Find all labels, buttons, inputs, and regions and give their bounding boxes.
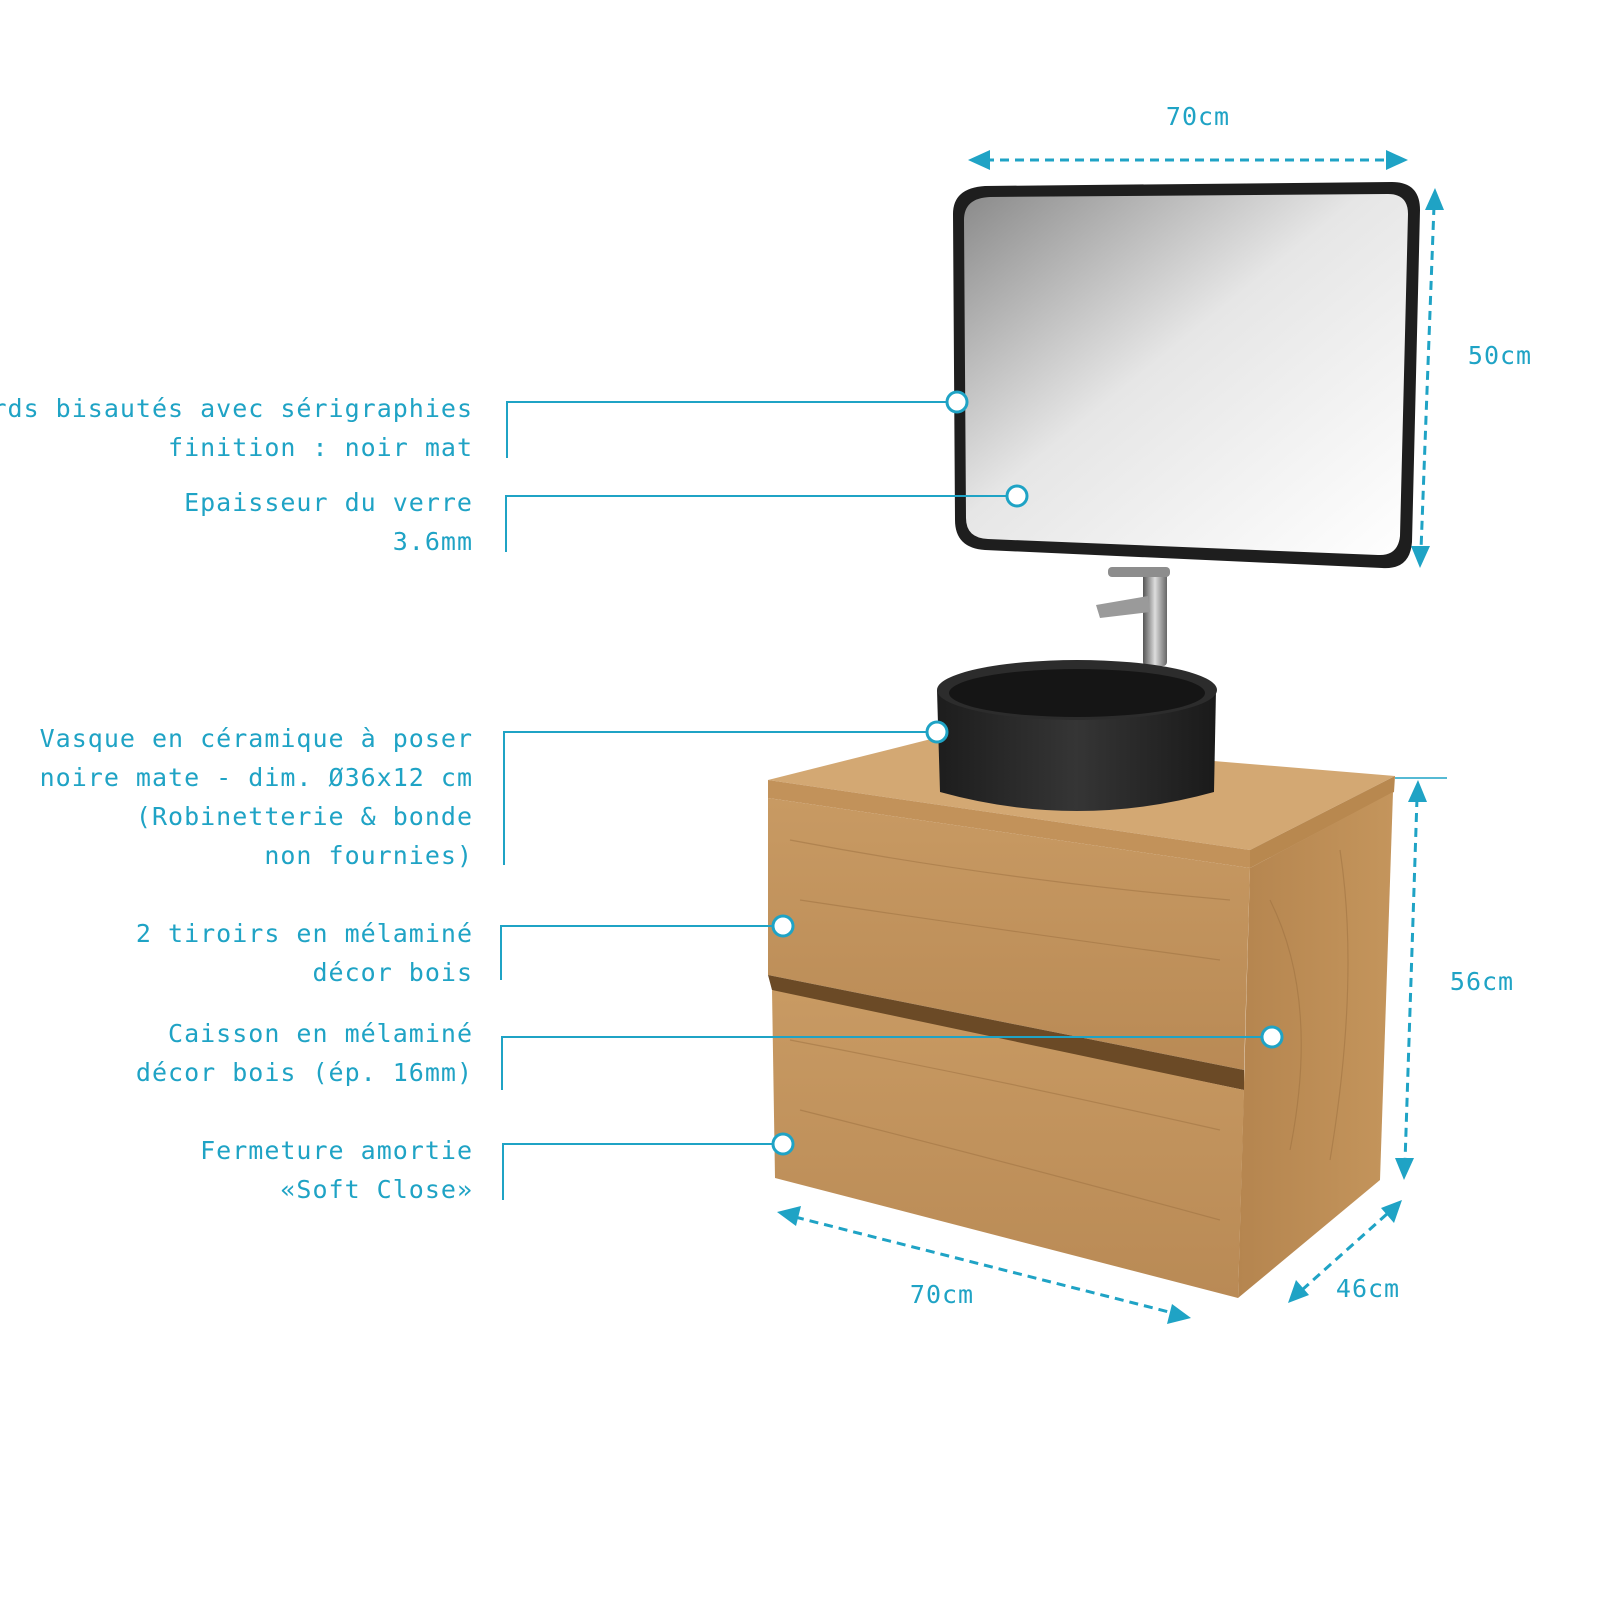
callout-dot (771, 1132, 795, 1156)
callout-3-line-4: non fournies) (264, 841, 473, 870)
callout-lines (500, 390, 1284, 1200)
callout-3-line-2: noire mate - dim. Ø36x12 cm (40, 763, 473, 792)
cabinet-width-label: 70cm (910, 1280, 974, 1309)
callout-dot (771, 914, 795, 938)
mirror-height-label: 50cm (1468, 341, 1532, 370)
top-drawer (768, 798, 1250, 1070)
callout-3-line-1: Vasque en céramique à poser (40, 724, 473, 753)
callout-2-line-2: 3.6mm (393, 527, 473, 556)
callout-3-line-3: (Robinetterie & bonde (136, 802, 473, 831)
callout-dot (1260, 1025, 1284, 1049)
callout-dot (925, 720, 949, 744)
mirror-width-label: 70cm (1166, 102, 1230, 131)
mirror (953, 182, 1420, 569)
dimension-labels: 70cm 50cm 56cm 70cm 46cm (910, 102, 1532, 1309)
faucet (1096, 567, 1170, 666)
cabinet (768, 738, 1395, 1298)
callout-labels: Bords bisautés avec sérigraphies finitio… (0, 394, 473, 1204)
dimension-arrows (777, 150, 1447, 1324)
callout-4-line-2: décor bois (312, 958, 473, 987)
basin (937, 660, 1217, 811)
cabinet-height-label: 56cm (1450, 967, 1514, 996)
callout-6-line-1: Fermeture amortie (200, 1136, 473, 1165)
callout-4-line-1: 2 tiroirs en mélaminé (136, 919, 473, 948)
bottom-drawer (772, 990, 1244, 1298)
cabinet-depth-label: 46cm (1336, 1274, 1400, 1303)
callout-6-line-2: «Soft Close» (280, 1175, 473, 1204)
callout-1-line-1: Bords bisautés avec sérigraphies (0, 394, 473, 423)
callout-5-line-2: décor bois (ép. 16mm) (136, 1058, 473, 1087)
callout-2-line-1: Epaisseur du verre (184, 488, 473, 517)
callout-5-line-1: Caisson en mélaminé (168, 1019, 473, 1048)
callout-1-line-2: finition : noir mat (168, 433, 473, 462)
callout-dot (945, 390, 969, 414)
callout-dot (1005, 484, 1029, 508)
